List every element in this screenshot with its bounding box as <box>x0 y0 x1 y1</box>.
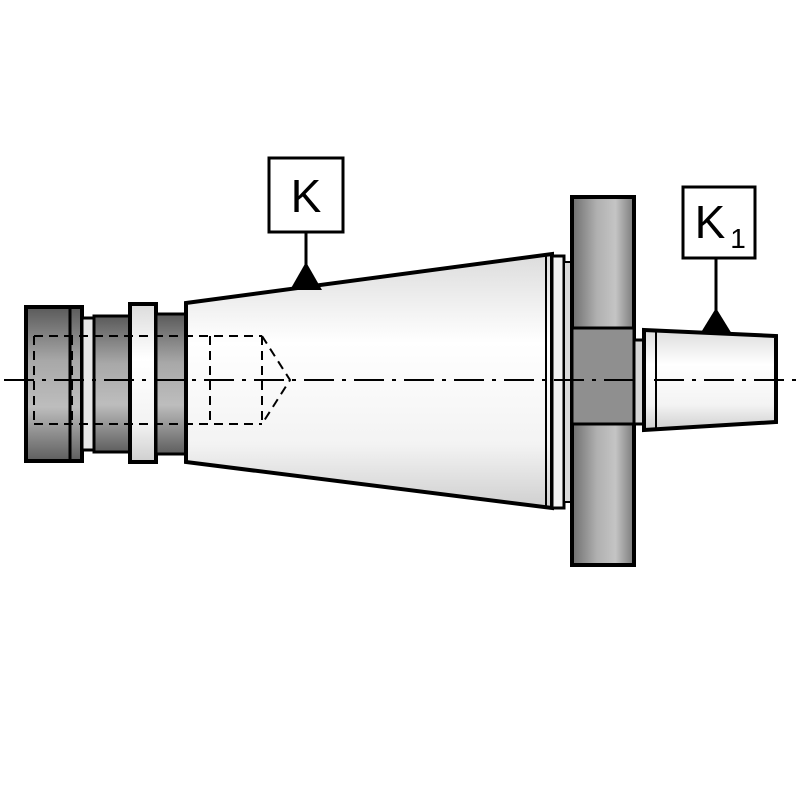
label-spigot-box: K 1 <box>681 185 757 260</box>
label-spigot-subscript: 1 <box>730 223 746 254</box>
collar-ring <box>128 302 158 464</box>
hidden-bore-lines <box>33 335 292 425</box>
leader-spigot <box>700 258 732 334</box>
neck <box>154 312 188 456</box>
shoulder <box>550 254 573 510</box>
leader-taper <box>290 232 322 290</box>
label-taper-text: K <box>291 170 322 222</box>
drawbar-end <box>24 305 96 463</box>
label-spigot-text: K <box>695 196 726 248</box>
label-taper-box: K <box>267 156 345 234</box>
